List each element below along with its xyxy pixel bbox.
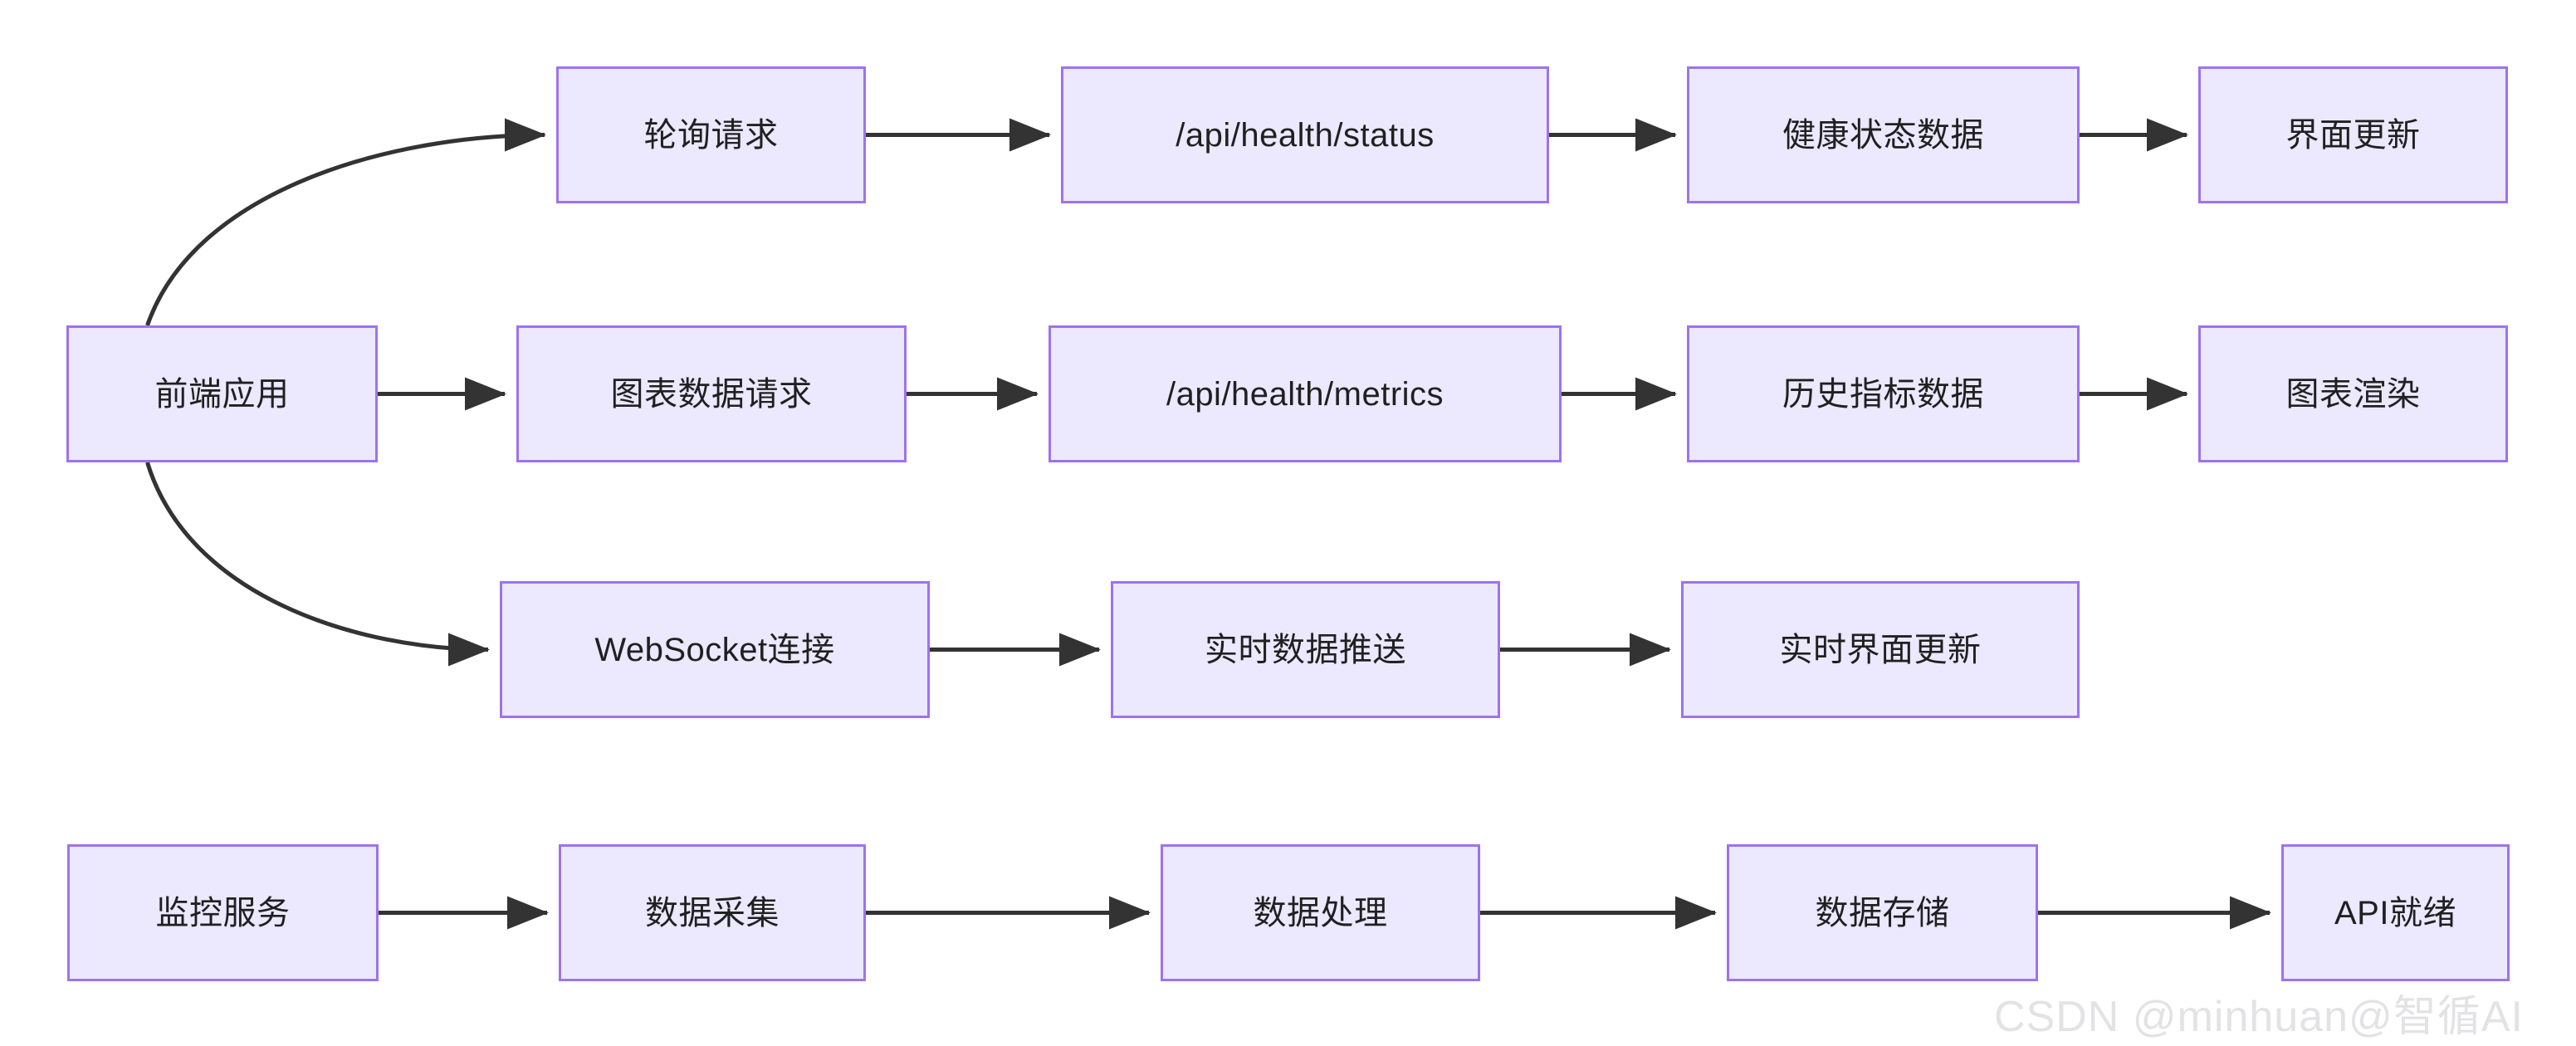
node-data-storage[interactable]: 数据存储 (1727, 844, 2038, 981)
node-label: /api/health/status (1176, 116, 1435, 154)
node-label: 数据采集 (645, 894, 780, 931)
node-label: 数据处理 (1253, 894, 1388, 931)
node-label: 实时数据推送 (1205, 631, 1406, 668)
node-chart-data-request[interactable]: 图表数据请求 (516, 325, 907, 462)
node-realtime-ui-update[interactable]: 实时界面更新 (1681, 581, 2080, 718)
node-label: API就绪 (2334, 894, 2456, 931)
node-frontend-app[interactable]: 前端应用 (66, 325, 378, 462)
node-data-process[interactable]: 数据处理 (1161, 844, 1480, 981)
node-realtime-data-push[interactable]: 实时数据推送 (1111, 581, 1500, 718)
node-label: 实时界面更新 (1779, 631, 1982, 668)
node-label: 图表渲染 (2285, 375, 2421, 413)
node-api-health-metrics[interactable]: /api/health/metrics (1048, 325, 1562, 462)
node-label: 界面更新 (2285, 116, 2421, 154)
node-api-health-status[interactable]: /api/health/status (1061, 66, 1549, 203)
node-label: 图表数据请求 (610, 375, 813, 413)
node-api-ready[interactable]: API就绪 (2281, 844, 2510, 981)
node-websocket-connect[interactable]: WebSocket连接 (500, 581, 930, 718)
node-label: 历史指标数据 (1782, 375, 1984, 413)
node-data-collect[interactable]: 数据采集 (559, 844, 866, 981)
node-label: 监控服务 (155, 894, 291, 931)
node-label: WebSocket连接 (594, 631, 835, 668)
edge-frontend-app-to-poll-request (145, 118, 546, 326)
node-label: 轮询请求 (643, 116, 779, 154)
node-history-metric-data[interactable]: 历史指标数据 (1687, 325, 2080, 462)
node-monitor-service[interactable]: 监控服务 (67, 844, 379, 981)
node-label: 健康状态数据 (1782, 116, 1984, 154)
node-label: 前端应用 (154, 375, 290, 413)
edge-frontend-app-to-websocket-connect (145, 462, 490, 667)
node-ui-update[interactable]: 界面更新 (2198, 66, 2508, 203)
node-label: 数据存储 (1815, 894, 1950, 931)
node-health-status-data[interactable]: 健康状态数据 (1687, 66, 2080, 203)
node-poll-request[interactable]: 轮询请求 (556, 66, 866, 203)
node-label: /api/health/metrics (1166, 375, 1444, 413)
node-chart-render[interactable]: 图表渲染 (2198, 325, 2508, 462)
watermark: CSDN @minhuan@智循AI (1994, 993, 2524, 1041)
